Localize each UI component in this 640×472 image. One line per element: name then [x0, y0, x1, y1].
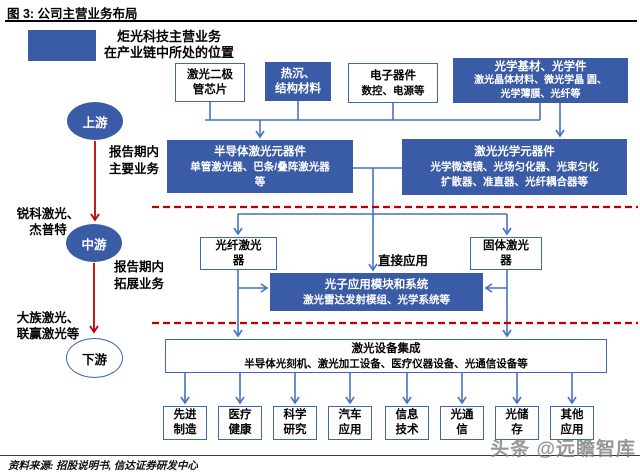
node-text: 信息 [395, 409, 419, 421]
node-text: 先进 [173, 409, 197, 421]
node-heat-sink-materials: 热沉、 结构材料 [265, 62, 331, 101]
label-line: 主要业务 [109, 162, 160, 176]
node-photonics-modules-systems: 光子应用模块和系统 激光雷达发射模组、光学系统等 [270, 273, 483, 311]
node-text: 固体激光 [483, 239, 529, 252]
node-text: 其他 [560, 409, 584, 421]
figure-title: 图 3: 公司主营业务布局 [7, 7, 138, 21]
node-text: 数控、电源等 [361, 84, 425, 97]
node-text: 医疗 [228, 409, 252, 421]
node-laser-equipment-integration: 激光设备集成 半导体光刻机、激光加工设备、医疗仪器设备、光通信设备等 [165, 339, 607, 373]
node-fiber-laser: 光纤激光 器 [200, 237, 277, 270]
label-expanded-business: 报告期内 拓展业务 [114, 259, 164, 293]
legend-caption: 炬光科技主营业务 在产业链中所处的位置 [98, 29, 240, 61]
node-text: 技术 [395, 424, 419, 436]
ellipse-downstream: 下游 [66, 338, 123, 378]
legend-caption-line2: 在产业链中所处的位置 [103, 45, 234, 60]
node-text: 激光设备集成 [351, 342, 421, 355]
label-line: 拓展业务 [114, 277, 165, 291]
node-text: 应用 [560, 424, 584, 436]
node-text: 存 [511, 424, 523, 436]
node-electronic-components: 电子器件 数控、电源等 [348, 63, 438, 103]
node-solid-state-laser: 固体激光 器 [470, 237, 542, 270]
node-text: 光学薄膜、光纤等 [500, 88, 581, 100]
node-text: 光学基材、光学件 [494, 60, 587, 73]
node-text: 半导体激光元器件 [214, 145, 306, 158]
node-optical-materials: 光学基材、光学件 激光晶体材料、微光学晶 圆、 光学薄膜、光纤等 [453, 58, 628, 103]
node-text: 应用 [338, 424, 362, 436]
node-semiconductor-laser-components: 半导体激光元器件 单管激光器、巴条/叠阵激光器 等 [167, 140, 353, 193]
node-text: 制造 [173, 424, 197, 436]
watermark: 头条 @远瞻智库 [490, 439, 636, 460]
legend-caption-line1: 炬光科技主营业务 [116, 29, 221, 44]
node-text: 管芯片 [192, 83, 228, 96]
ellipse-upstream: 上游 [67, 102, 123, 140]
label-line: 报告期内 [114, 260, 165, 274]
node-text: 汽车 [338, 409, 362, 421]
node-text: 单管激光器、巴条/叠阵激光器 [190, 160, 330, 173]
label-line: 锐科激光、 [16, 207, 80, 221]
label-main-business: 报告期内 主要业务 [109, 144, 159, 178]
node-text: 等 [254, 175, 266, 188]
node-text: 健康 [228, 424, 252, 436]
node-text: 激光光学元器件 [474, 146, 555, 158]
node-text: 科学 [283, 409, 307, 421]
node-text: 光通 [450, 409, 474, 421]
footer-divider [0, 455, 640, 456]
node-text: 光子应用模块和系统 [324, 278, 429, 291]
ellipse-midstream: 中游 [66, 224, 122, 262]
app-box-advanced-manufacturing: 先进 制造 [163, 406, 207, 440]
node-text: 光纤激光 [215, 239, 262, 252]
node-text: 电子器件 [370, 69, 416, 82]
app-box-optical-communication: 光通 信 [440, 406, 484, 440]
app-box-optical-storage: 光储 存 [495, 406, 539, 440]
node-text: 研究 [283, 424, 307, 436]
node-text: 激光雷达发射模组、光学系统等 [303, 293, 450, 306]
label-line: 报告期内 [109, 145, 160, 159]
title-divider [5, 20, 637, 22]
direct-application-label: 直接应用 [378, 254, 429, 268]
node-text: 结构材料 [275, 82, 321, 95]
label-line: 杰普特 [29, 223, 67, 237]
node-text: 半导体光刻机、激光加工设备、医疗仪器设备、光通信设备等 [244, 357, 528, 370]
node-text: 光储 [505, 409, 529, 421]
node-laser-optical-components: 激光光学元器件 光学微透镜、光场匀化器、光束匀化 扩散器、准直器、光纤耦合器等 [402, 139, 627, 195]
label-line: 联赢激光等 [16, 327, 80, 341]
node-text: 信 [456, 424, 468, 436]
node-text: 热沉、 [280, 67, 316, 80]
label-line: 大族激光、 [16, 311, 80, 325]
node-text: 激光二极 [187, 68, 233, 81]
app-box-other-applications: 其他 应用 [550, 406, 594, 440]
source-note: 资料来源: 招股说明书, 信达证券研发中心 [8, 461, 198, 472]
app-box-scientific-research: 科学 研究 [273, 406, 317, 440]
node-laser-diode-chip: 激光二极 管芯片 [175, 63, 245, 102]
legend-color-swatch [28, 30, 96, 61]
node-text: 光学微透镜、光场匀化器、光束匀化 [430, 161, 599, 173]
node-text: 器 [500, 254, 512, 267]
label-midstream-companies: 锐科激光、 杰普特 [14, 206, 82, 238]
app-box-information-technology: 信息 技术 [385, 406, 429, 440]
node-text: 扩散器、准直器、光纤耦合器等 [441, 176, 588, 188]
app-box-medical-health: 医疗 健康 [218, 406, 262, 440]
node-text: 器 [232, 254, 245, 267]
node-text: 激光晶体材料、微光学晶 圆、 [474, 74, 607, 86]
label-downstream-companies: 大族激光、 联赢激光等 [10, 310, 86, 342]
app-box-automotive: 汽车 应用 [328, 406, 372, 440]
